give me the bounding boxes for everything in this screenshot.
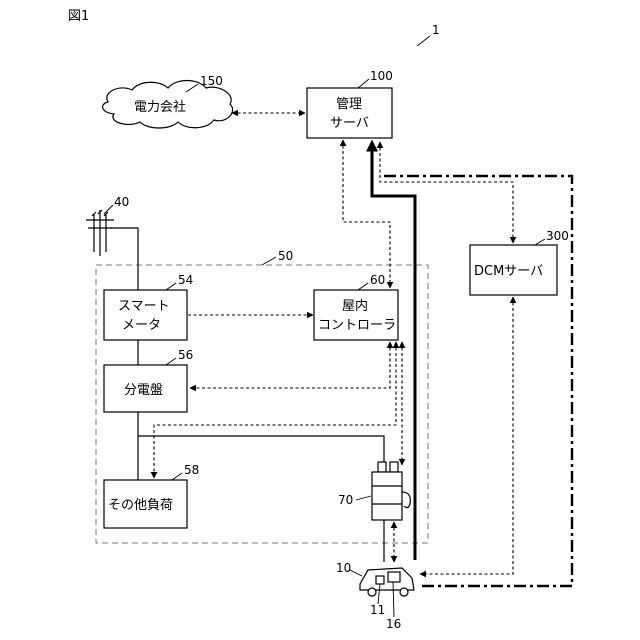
figure-label: 図1 — [68, 9, 89, 24]
controller-board-link — [190, 342, 390, 388]
other-loads-ref: 58 — [184, 463, 199, 477]
management-server-ref: 100 — [370, 69, 393, 83]
charger-ref: 70 — [338, 493, 353, 507]
vehicle-icon — [360, 568, 414, 596]
indoor-controller-ref-leader — [358, 283, 368, 290]
vehicle-ref: 10 — [336, 561, 351, 575]
vehicle-part-16-ref: 16 — [386, 617, 401, 631]
power-company-label: 電力会社 — [134, 99, 186, 115]
smart-meter-label-line1: スマート — [118, 299, 170, 314]
server-vehicle-wireless-link — [384, 176, 572, 586]
pole-ref-leader — [104, 205, 113, 214]
home-group-ref: 50 — [278, 249, 293, 263]
server-controller-link — [343, 140, 390, 288]
power-line-board-charger — [138, 436, 384, 470]
home-group-ref-leader — [262, 257, 276, 265]
charger-ref-leader — [356, 496, 371, 500]
other-loads-label: その他負荷 — [108, 498, 173, 513]
smart-meter-ref: 54 — [178, 273, 193, 287]
vehicle-ref-leader — [350, 570, 362, 576]
other-loads-ref-leader — [172, 473, 182, 480]
indoor-controller-ref: 60 — [370, 273, 385, 287]
dcm-server-ref: 300 — [546, 229, 569, 243]
dcm-server-label: DCMサーバ — [474, 264, 543, 279]
management-server-label-line1: 管理 — [336, 97, 362, 112]
server-dcm-link — [380, 142, 513, 243]
distribution-board-ref-leader — [166, 358, 176, 365]
system-ref-leader — [417, 36, 430, 46]
charger-icon — [372, 462, 410, 520]
dcm-vehicle-link — [420, 297, 513, 574]
management-server-ref-leader — [358, 79, 369, 88]
power-company-ref: 150 — [200, 74, 223, 88]
management-server-label-line2: サーバ — [330, 116, 369, 131]
vehicle-part-11-ref: 11 — [370, 603, 385, 617]
distribution-board-ref: 56 — [178, 348, 193, 362]
utility-pole-icon — [86, 210, 114, 256]
indoor-controller-label-line2: コントローラ — [318, 318, 396, 333]
system-ref: 1 — [432, 23, 440, 37]
pole-ref: 40 — [114, 195, 129, 209]
power-line-pole-meter — [110, 228, 138, 290]
smart-meter-ref-leader — [166, 283, 176, 290]
smart-meter-label-line2: メータ — [122, 318, 161, 333]
dcm-server-ref-leader — [535, 239, 545, 245]
distribution-board-label: 分電盤 — [124, 383, 163, 398]
controller-loads-link — [154, 342, 396, 478]
indoor-controller-label-line1: 屋内 — [342, 298, 368, 314]
